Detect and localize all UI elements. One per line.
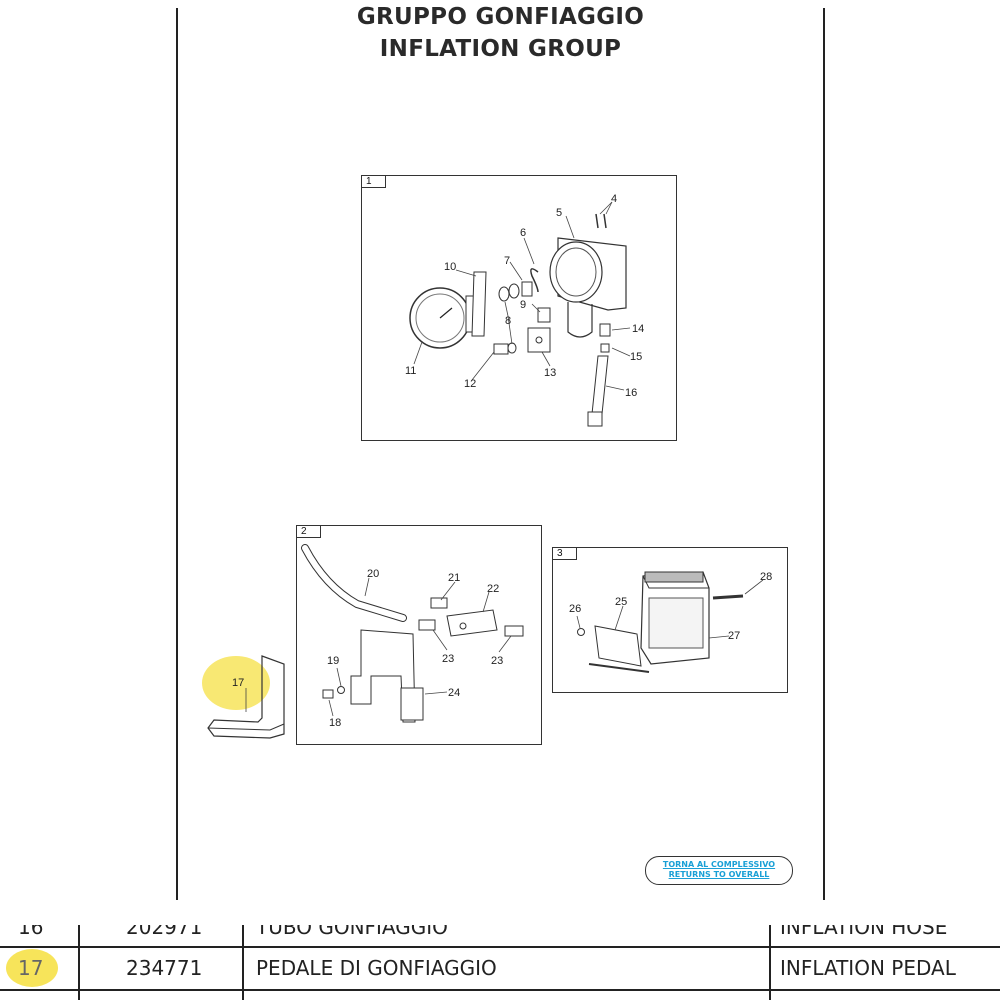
callout-25: 25 [615,596,627,608]
panel-number: 3 [553,548,577,560]
callout-28: 28 [760,571,772,583]
callout-26: 26 [569,603,581,615]
callout-6: 6 [520,227,526,239]
row-desc-en: INFLATION PEDAL [780,956,956,980]
row-desc-en: INFLATION HOSE [780,925,948,939]
callout-8: 8 [505,315,511,327]
row-desc-it: PEDALE DI GONFIAGGIO [256,956,497,980]
part-17-highlight [202,656,270,710]
return-label-english: RETURNS TO OVERALL [668,870,770,879]
callout-24: 24 [448,687,460,699]
callout-23b: 23 [491,655,503,667]
diagram-panel-2: 2 20 21 22 23 23 24 [296,525,542,745]
left-margin-line [176,8,178,900]
callout-17: 17 [232,677,244,689]
callout-10: 10 [444,261,456,273]
row-highlight [6,949,58,987]
callout-12: 12 [464,378,476,390]
callout-5: 5 [556,207,562,219]
row-desc-it: TUBO GONFIAGGIO [256,925,448,939]
row-code: 234771 [126,956,203,980]
diagram-panel-1: 1 [361,175,677,441]
callout-9: 9 [520,299,526,311]
panel-number: 2 [297,526,321,538]
right-margin-line [823,8,825,900]
diagram-panel-3: 3 28 25 26 27 [552,547,788,693]
callout-27: 27 [728,630,740,642]
callout-21: 21 [448,572,460,584]
callout-14: 14 [632,323,644,335]
panel-2-drawing: 20 21 22 23 23 24 19 18 [301,544,524,729]
panel-1-drawing: 4 5 6 7 8 9 10 11 12 13 14 15 16 [405,193,644,427]
row-code: 202971 [126,925,203,939]
parts-table: 16 202971 TUBO GONFIAGGIO INFLATION HOSE… [0,925,1000,1000]
callout-7: 7 [504,255,510,267]
callout-18: 18 [329,717,341,729]
return-label-italian: TORNA AL COMPLESSIVO [662,860,776,869]
callout-4: 4 [611,193,617,205]
callout-20: 20 [367,568,379,580]
row-pos: 17 [18,956,44,980]
callout-13: 13 [544,367,556,379]
gauge-bracket [471,271,487,337]
callout-11: 11 [405,365,416,377]
callout-15: 15 [630,351,642,363]
distribution-block [446,609,498,637]
callout-22: 22 [487,583,499,595]
page-title-english: INFLATION GROUP [379,36,622,62]
page-title-italian: GRUPPO GONFIAGGIO [356,4,645,30]
pedal-part-17[interactable]: 17 [200,650,300,750]
panel-number: 1 [362,176,386,188]
callout-19: 19 [327,655,339,667]
panel-3-drawing: 28 25 26 27 [569,571,772,673]
inflation-hose-part [591,355,609,415]
row-pos: 16 [18,925,44,939]
callout-23a: 23 [442,653,454,665]
callout-16: 16 [625,387,637,399]
return-to-overall-button[interactable]: TORNA AL COMPLESSIVO RETURNS TO OVERALL [645,856,793,885]
valve-plate [594,625,642,667]
